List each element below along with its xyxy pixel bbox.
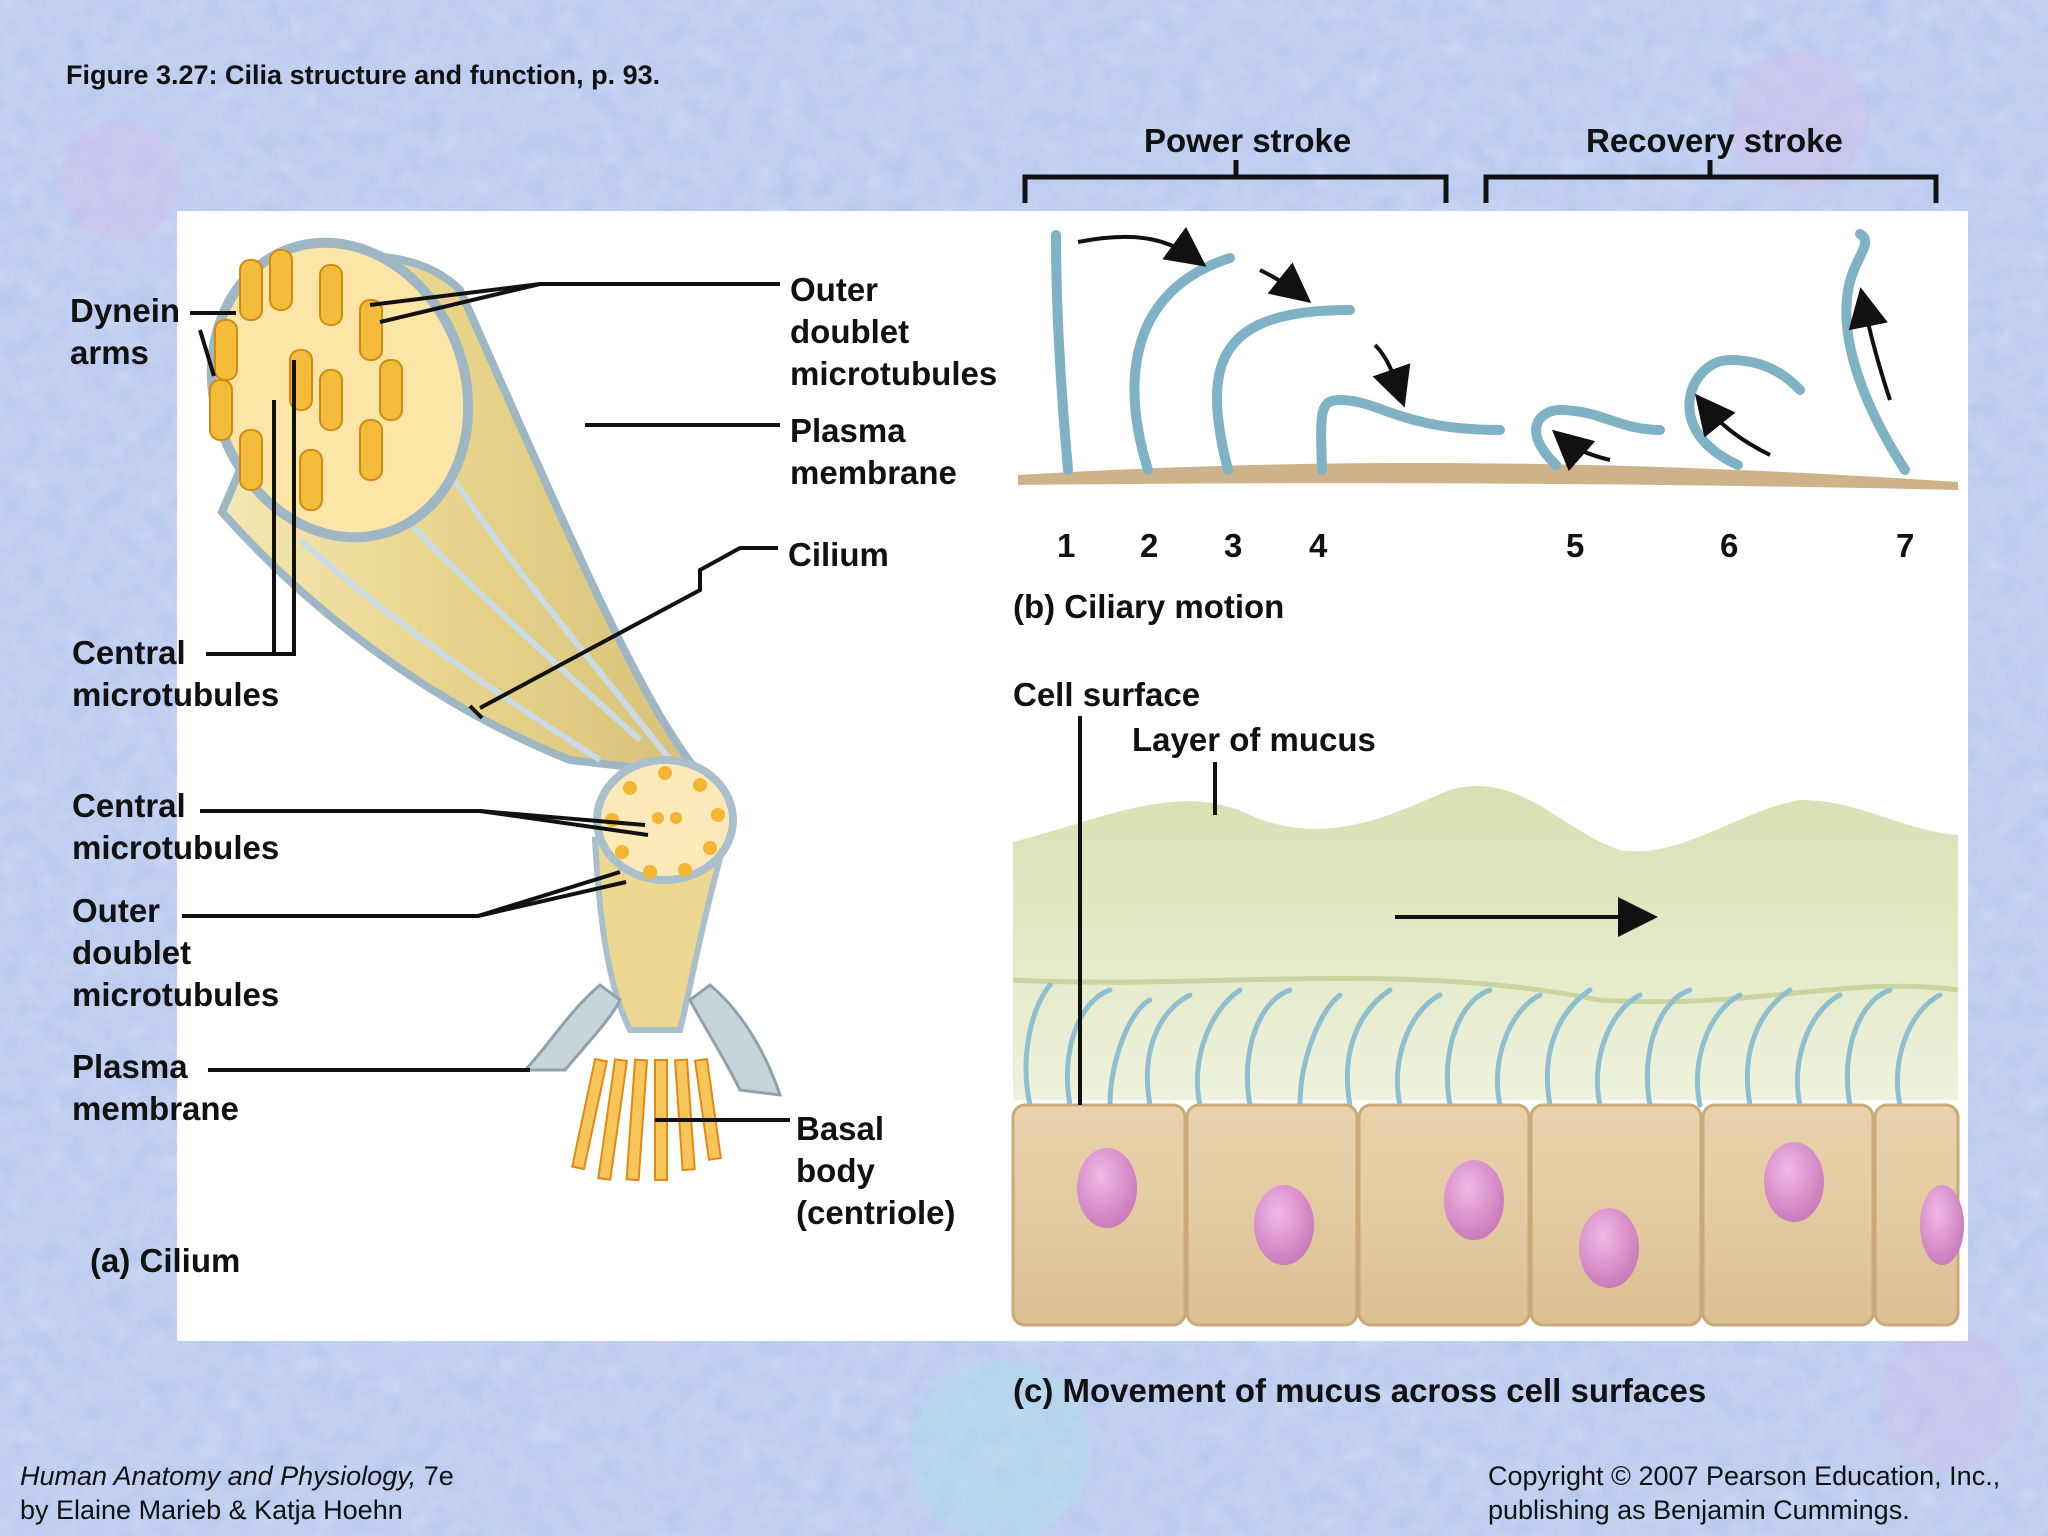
position-2: 2 xyxy=(1140,527,1159,564)
nucleus xyxy=(1077,1148,1137,1228)
caption-c: (c) Movement of mucus across cell surfac… xyxy=(1013,1372,1707,1409)
leader-lines-c xyxy=(1078,716,1217,1105)
book-edition: 7e xyxy=(416,1461,454,1491)
nucleus xyxy=(1444,1160,1504,1240)
mucus-layer xyxy=(1012,785,1959,1100)
label-outer-doublet-microtubules-top: Outer doublet microtubules xyxy=(790,271,998,392)
label-layer-of-mucus: Layer of mucus xyxy=(1132,721,1376,758)
position-5: 5 xyxy=(1566,527,1585,564)
label-outer-doublet-microtubules-bottom: Outer doublet microtubules xyxy=(72,892,280,1013)
nucleus xyxy=(1920,1185,1964,1265)
position-4: 4 xyxy=(1309,527,1328,564)
label-plasma-membrane-bottom: Plasma membrane xyxy=(72,1048,239,1127)
label-dynein-arms: Dynein arms xyxy=(70,292,181,371)
book-authors: by Elaine Marieb & Katja Hoehn xyxy=(20,1495,403,1525)
position-6: 6 xyxy=(1720,527,1739,564)
position-1: 1 xyxy=(1057,527,1076,564)
cilia-field xyxy=(1023,982,1943,1108)
book-title: Human Anatomy and Physiology, xyxy=(20,1461,417,1491)
caption-b: (b) Ciliary motion xyxy=(1013,588,1285,625)
leader-lines-a xyxy=(182,282,790,1122)
label-recovery-stroke: Recovery stroke xyxy=(1586,122,1843,159)
position-7: 7 xyxy=(1896,527,1915,564)
caption-a: (a) Cilium xyxy=(90,1242,241,1279)
cilium-cross-section-bottom xyxy=(591,756,737,1033)
basal-body xyxy=(521,983,783,1182)
label-plasma-membrane-top: Plasma membrane xyxy=(790,412,957,491)
label-central-microtubules-1: Central microtubules xyxy=(72,634,280,713)
copyright-line-2: publishing as Benjamin Cummings. xyxy=(1488,1495,1910,1525)
position-3: 3 xyxy=(1224,527,1243,564)
label-cilium: Cilium xyxy=(788,536,889,573)
copyright-line-1: Copyright © 2007 Pearson Education, Inc.… xyxy=(1488,1461,2001,1491)
label-central-microtubules-2: Central microtubules xyxy=(72,787,280,866)
footer-copyright: Copyright © 2007 Pearson Education, Inc.… xyxy=(1488,1459,2000,1527)
label-cell-surface: Cell surface xyxy=(1013,676,1201,713)
footer-book: Human Anatomy and Physiology, 7e by Elai… xyxy=(20,1459,454,1527)
nucleus xyxy=(1764,1142,1824,1222)
nucleus xyxy=(1579,1208,1639,1288)
stroke-brackets xyxy=(1022,160,1939,203)
ciliary-motion-diagram xyxy=(1018,226,1958,490)
label-power-stroke: Power stroke xyxy=(1144,122,1352,159)
label-basal-body: Basal body (centriole) xyxy=(796,1110,956,1231)
figure-title: Figure 3.27: Cilia structure and functio… xyxy=(66,60,661,90)
nucleus xyxy=(1254,1185,1314,1265)
epithelial-cells xyxy=(1011,1103,1964,1327)
